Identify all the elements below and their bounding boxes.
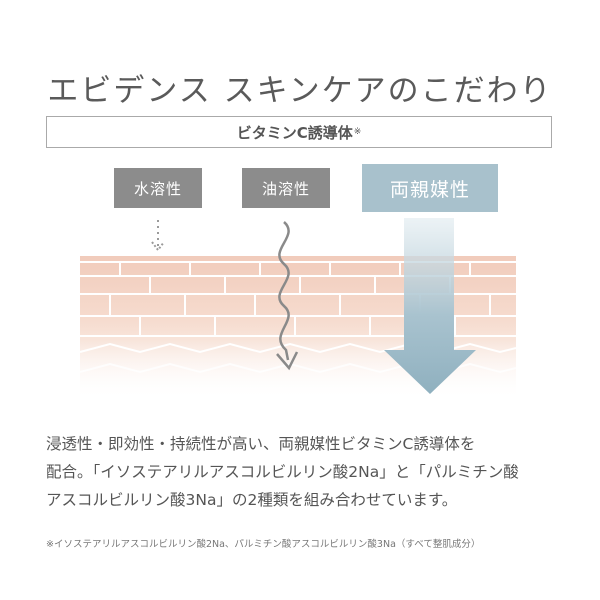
amphiphilic-label: 両親媒性 [389,178,470,201]
oil-soluble-arrow [276,221,299,371]
water-soluble-arrow [151,220,165,252]
amphiphilic-arrow [384,218,476,394]
water-soluble-badge: 水溶性 [114,168,202,208]
subtitle-box: ビタミンC誘導体※ [46,116,552,148]
description-line: 浸透性・即効性・持続性が高い、両親媒性ビタミンC誘導体を [46,435,476,453]
footnote: ※イソステアリルアスコルビルリン酸2Na、パルミチン酸アスコルビルリン酸3Na（… [46,539,481,550]
amphiphilic-badge: 両親媒性 [362,164,498,212]
subtitle-note-mark: ※ [353,127,362,137]
description-text: 浸透性・即効性・持続性が高い、両親媒性ビタミンC誘導体を 配合。「イソステアリル… [46,430,566,514]
stratum-corneum-bricks [80,261,516,337]
description-line: アスコルビルリン酸3Na」の2種類を組み合わせています。 [46,491,458,509]
skin-penetration-illustration [79,218,517,400]
water-soluble-label: 水溶性 [133,179,182,198]
oil-soluble-badge: 油溶性 [242,168,330,208]
page-headline: エビデンス スキンケアのこだわり [47,72,553,109]
description-line: 配合。「イソステアリルアスコルビルリン酸2Na」と「パルミチン酸 [46,463,519,481]
subtitle-label: ビタミンC誘導体 [236,123,353,142]
oil-soluble-label: 油溶性 [261,179,310,198]
